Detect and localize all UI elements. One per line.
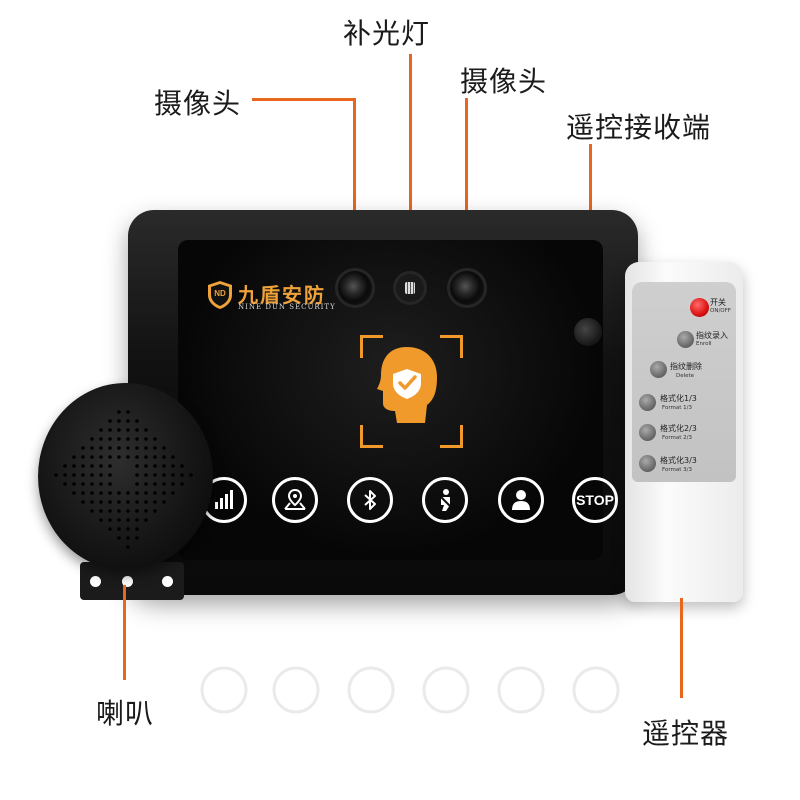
scan-frame-corner — [440, 425, 463, 448]
remote-delete-label: 指纹删除 — [670, 362, 702, 371]
bluetooth-button[interactable] — [347, 477, 393, 523]
fill-light-lamp — [393, 271, 427, 305]
camera-right-label: 摄像头 — [460, 65, 548, 98]
fill-light-label: 补光灯 — [343, 17, 431, 50]
fill-light-leader-line — [409, 54, 412, 262]
scan-frame-corner — [360, 425, 383, 448]
driver-icon — [512, 490, 530, 510]
remote-receiver-label: 遥控接收端 — [566, 111, 712, 144]
remote-format2-button[interactable] — [639, 424, 656, 441]
remote-power-sub: ON/OFF — [710, 308, 731, 314]
remote-enroll-button[interactable] — [677, 331, 694, 348]
brand-name-en: NINE DUN SECURITY — [238, 303, 336, 311]
remote-control-label: 遥控器 — [642, 717, 730, 750]
camera-left-lens — [335, 268, 375, 308]
remote-format3-sub: Format 3/3 — [662, 467, 692, 473]
speaker-leader-line — [123, 585, 126, 680]
remote-enroll-label: 指纹录入 — [696, 331, 728, 340]
stop-button[interactable]: STOP — [572, 477, 618, 523]
remote-format1-button[interactable] — [639, 394, 656, 411]
camera-right-leader-line — [465, 98, 468, 262]
location-button[interactable] — [272, 477, 318, 523]
remote-delete-button[interactable] — [650, 361, 667, 378]
remote-format3-button[interactable] — [639, 455, 656, 472]
remote-leader-line — [680, 598, 683, 698]
remote-power-button[interactable] — [690, 298, 709, 317]
brand-name-cn: 九盾安防 — [238, 283, 326, 307]
camera-left-leader-h — [252, 98, 356, 101]
remote-enroll-sub: Enroll — [696, 341, 712, 347]
remote-delete-sub: Delete — [676, 373, 695, 379]
brand-shield-icon: ND — [207, 280, 233, 310]
speaker-grille — [38, 383, 213, 570]
seatbelt-icon — [439, 489, 452, 511]
remote-format1-sub: Format 1/3 — [662, 405, 692, 411]
camera-right-lens — [447, 268, 487, 308]
speaker-label: 喇叭 — [96, 697, 155, 730]
device-reflection — [128, 600, 638, 720]
stop-button-label: STOP — [576, 492, 614, 508]
remote-format3-label: 格式化3/3 — [660, 456, 697, 465]
scan-frame-corner — [360, 335, 383, 358]
bluetooth-icon — [364, 490, 376, 510]
map-pin-icon — [284, 488, 306, 510]
scan-frame-corner — [440, 335, 463, 358]
remote-format1-label: 格式化1/3 — [660, 394, 697, 403]
seatbelt-button[interactable] — [422, 477, 468, 523]
remote-button-panel — [632, 282, 736, 482]
remote-receiver-sensor — [574, 318, 602, 346]
remote-format2-label: 格式化2/3 — [660, 424, 697, 433]
camera-left-label: 摄像头 — [154, 87, 242, 120]
signal-bars-icon — [215, 490, 233, 509]
remote-power-label: 开关 — [710, 298, 726, 307]
driver-button[interactable] — [498, 477, 544, 523]
remote-format2-sub: Format 2/3 — [662, 435, 692, 441]
brand-mark-text: ND — [214, 289, 226, 298]
face-shield-icon — [375, 345, 439, 425]
camera-left-leader-v — [353, 98, 356, 262]
